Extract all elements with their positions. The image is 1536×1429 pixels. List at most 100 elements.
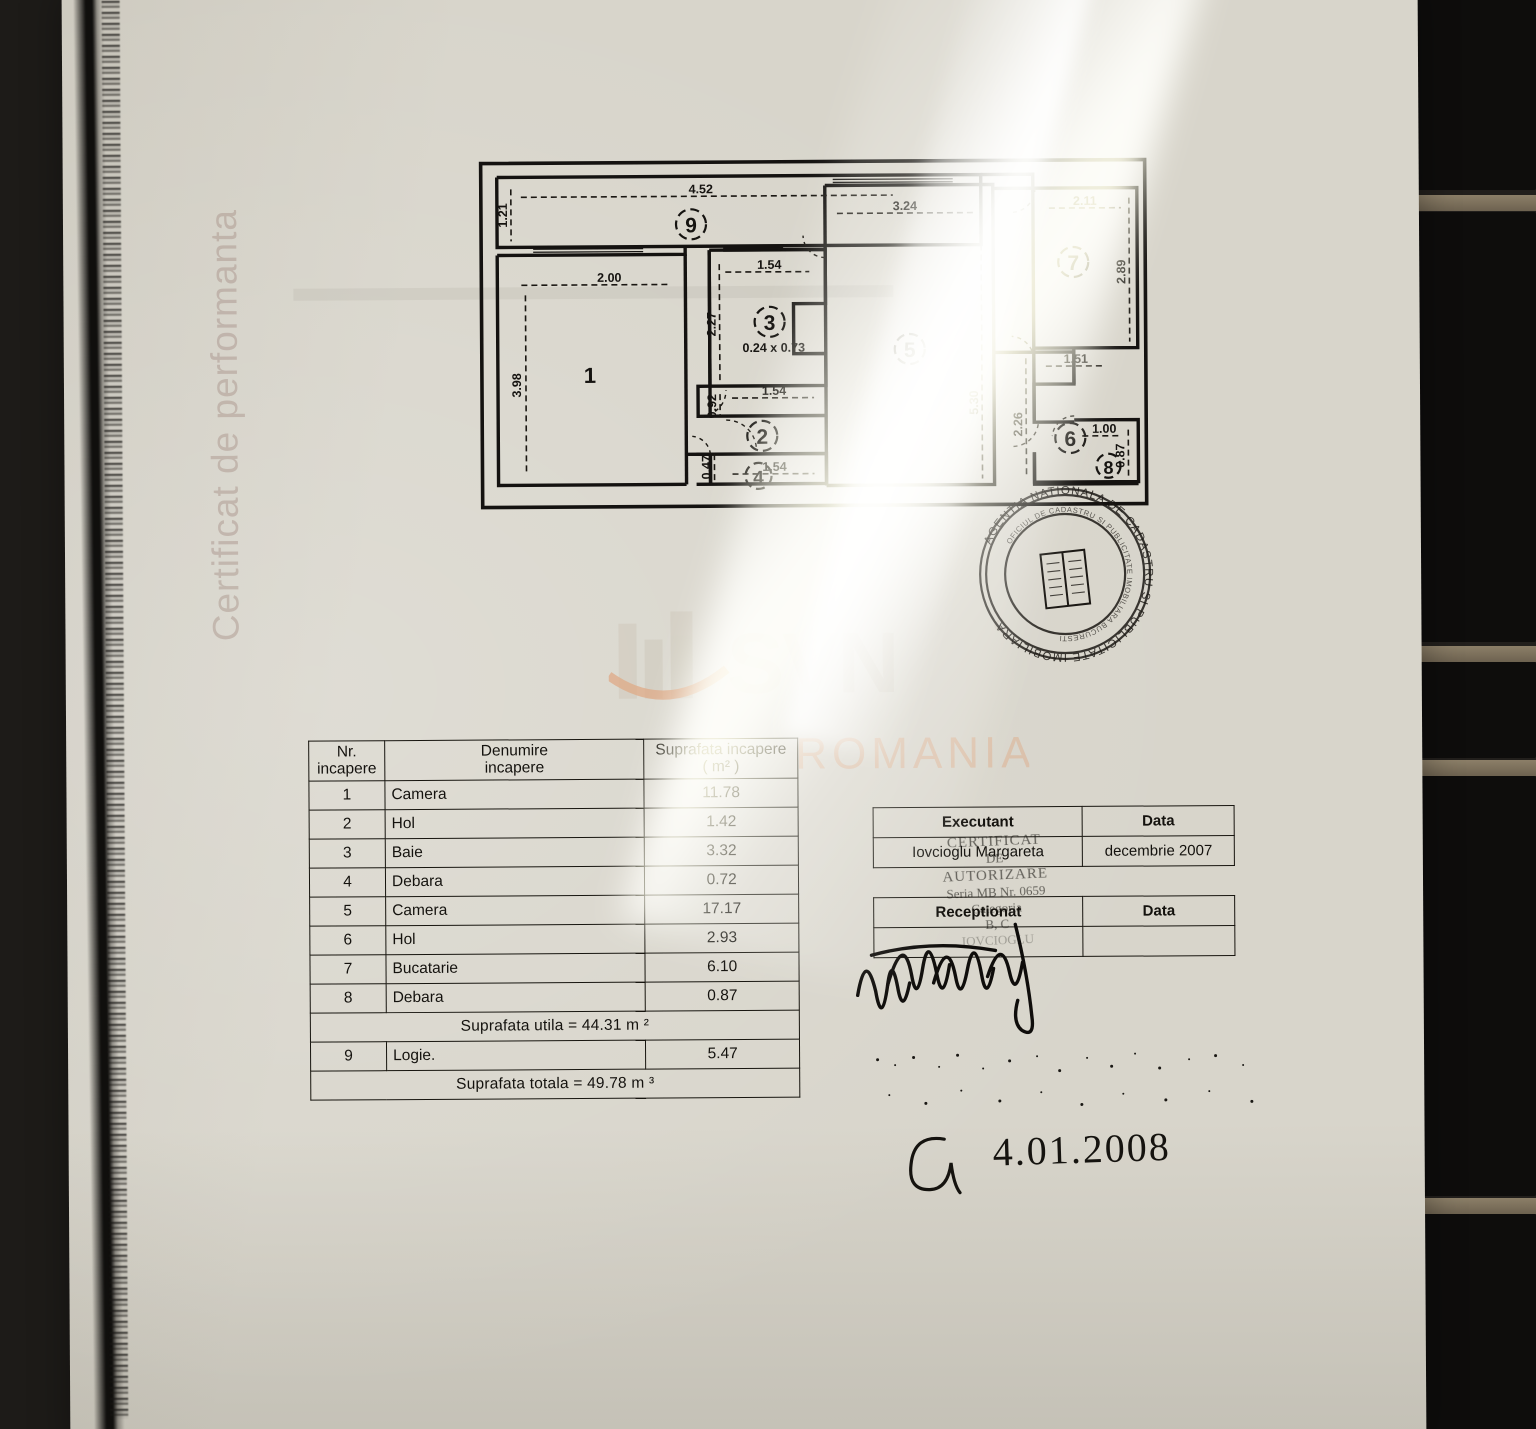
executant-header: Executant [873, 806, 1083, 838]
header-area: Suprafata incapere ( m² ) [643, 738, 798, 780]
data-header: Data [1082, 805, 1235, 837]
table-header-row: Nr. incapere Denumire incapere Suprafata… [308, 738, 798, 782]
svg-text:5.30: 5.30 [967, 390, 981, 414]
receptionat-header: Receptionat [873, 896, 1084, 928]
cell-name: Camera [385, 895, 646, 927]
room-schedule-table: Nr. incapere Denumire incapere Suprafata… [308, 738, 800, 1101]
svg-text:1.21: 1.21 [496, 203, 510, 227]
cell-area: 1.42 [644, 807, 799, 838]
cell-nr: 9 [310, 1042, 387, 1072]
svg-text:1.54: 1.54 [762, 384, 786, 398]
cell-area: 5.47 [645, 1039, 800, 1070]
svg-text:ROMANIA: ROMANIA [795, 728, 1029, 778]
cell-area: 6.10 [645, 952, 800, 983]
svg-text:2.00: 2.00 [597, 271, 621, 285]
useful-area-row: Suprafata utila = 44.31 m ² [310, 1010, 800, 1043]
receptionat-data-value [1083, 925, 1235, 957]
cell-name: Baie [385, 837, 645, 869]
header-name-line1: Denumire [480, 742, 548, 760]
svg-text:8: 8 [1103, 458, 1113, 478]
floor-plan: 1 9 3 2 4 5 7 6 8 4.52 2.00 1.54 1.54 1.… [473, 151, 1155, 515]
table-row: 7 Bucatarie 6.10 [309, 952, 800, 985]
cell-nr: 8 [310, 984, 387, 1014]
table-row: 5 Camera 17.17 [309, 894, 799, 927]
page-vertical-title: Certificat de performanta [202, 208, 247, 642]
handwritten-date-text: 4.01.2008 [991, 1123, 1172, 1175]
svg-text:2.11: 2.11 [1073, 194, 1097, 208]
svg-text:SVN: SVN [726, 615, 897, 712]
cell-name: Hol [385, 924, 646, 956]
svg-text:2.89: 2.89 [1114, 259, 1128, 283]
svg-text:7: 7 [1067, 252, 1079, 275]
table-row: 1 Camera 11.78 [308, 778, 799, 811]
header-area-line1: Suprafata incapere [655, 740, 787, 759]
cell-nr: 4 [309, 868, 386, 898]
executant-table: Executant Data Iovcioglu Margareta decem… [873, 805, 1236, 958]
svg-text:2: 2 [756, 426, 768, 449]
table-row: 6 Hol 2.93 [309, 923, 799, 956]
shelf-background [1404, 0, 1536, 1429]
svg-text:4.52: 4.52 [689, 182, 713, 196]
svg-text:1.54: 1.54 [757, 258, 781, 272]
cell-nr: 5 [309, 897, 386, 927]
receptionat-data-header: Data [1082, 895, 1235, 927]
svg-text:0.92: 0.92 [705, 394, 719, 418]
svg-text:1.54: 1.54 [762, 460, 786, 474]
executant-value-row: Iovcioglu Margareta decembrie 2007 [873, 835, 1235, 868]
header-nr-line2: incapere [317, 759, 377, 778]
svg-text:6: 6 [1064, 428, 1076, 451]
svg-text:3: 3 [764, 312, 776, 335]
table-row: 4 Debara 0.72 [309, 865, 799, 898]
svg-text:1: 1 [584, 363, 596, 388]
cell-nr: 1 [308, 781, 386, 811]
table-row: 8 Debara 0.87 [310, 981, 800, 1014]
cell-name: Camera [384, 779, 645, 811]
svg-text:9: 9 [685, 214, 697, 237]
header-name: Denumire incapere [384, 739, 645, 782]
svg-text:0.47: 0.47 [699, 455, 713, 479]
cell-nr: 2 [309, 810, 386, 840]
receptionat-value-row [873, 925, 1235, 958]
table-row: 2 Hol 1.42 [309, 807, 799, 840]
document-page: Certificat de performanta [61, 0, 1427, 1429]
total-area-label: Suprafata totala = 49.78 m ³ [310, 1068, 800, 1101]
executant-value: Iovcioglu Margareta [873, 836, 1083, 868]
faint-speckle-text [858, 1048, 1278, 1121]
table-row: 3 Baie 3.32 [309, 836, 799, 869]
cell-name: Debara [385, 866, 645, 898]
useful-area-label: Suprafata utila = 44.31 m ² [310, 1010, 800, 1043]
svg-text:2.27: 2.27 [705, 312, 719, 336]
spacer-row [873, 866, 1234, 898]
svg-text:0.87: 0.87 [1113, 443, 1127, 467]
cell-name: Debara [386, 982, 646, 1014]
svg-text:5: 5 [904, 339, 916, 362]
receptionat-header-row: Receptionat Data [873, 895, 1235, 928]
svg-text:0.24 x 0.73: 0.24 x 0.73 [742, 341, 805, 355]
cell-area: 3.32 [644, 836, 799, 867]
cell-area: 11.78 [644, 778, 799, 809]
svg-text:3.24: 3.24 [893, 199, 917, 213]
cell-area: 0.72 [644, 865, 799, 896]
header-name-line2: incapere [484, 758, 545, 777]
header-area-line2: ( m² ) [702, 757, 740, 775]
header-nr: Nr. incapere [308, 740, 385, 782]
total-area-row: Suprafata totala = 49.78 m ³ [310, 1068, 800, 1101]
cell-area: 2.93 [645, 923, 799, 954]
svg-text:OFICIUL DE CADASTRU SI PUBLICI: OFICIUL DE CADASTRU SI PUBLICITATE IMOBI… [1004, 505, 1134, 644]
executant-header-row: Executant Data [873, 805, 1235, 838]
data-value: decembrie 2007 [1082, 835, 1235, 867]
cell-name: Bucatarie [385, 953, 646, 985]
cell-name: Logie. [386, 1040, 646, 1072]
svg-text:1.51: 1.51 [1064, 352, 1088, 366]
cell-area: 17.17 [644, 894, 799, 925]
cell-area: 0.87 [645, 981, 800, 1012]
handwritten-date: 4.01.2008 [898, 1120, 1172, 1195]
cell-nr: 6 [309, 926, 386, 956]
cell-name: Hol [385, 808, 645, 840]
svg-text:3.98: 3.98 [510, 373, 524, 397]
svg-text:2.26: 2.26 [1011, 412, 1025, 436]
table-row-logie: 9 Logie. 5.47 [310, 1039, 800, 1072]
header-nr-line1: Nr. [336, 743, 357, 761]
cell-nr: 7 [309, 955, 387, 985]
